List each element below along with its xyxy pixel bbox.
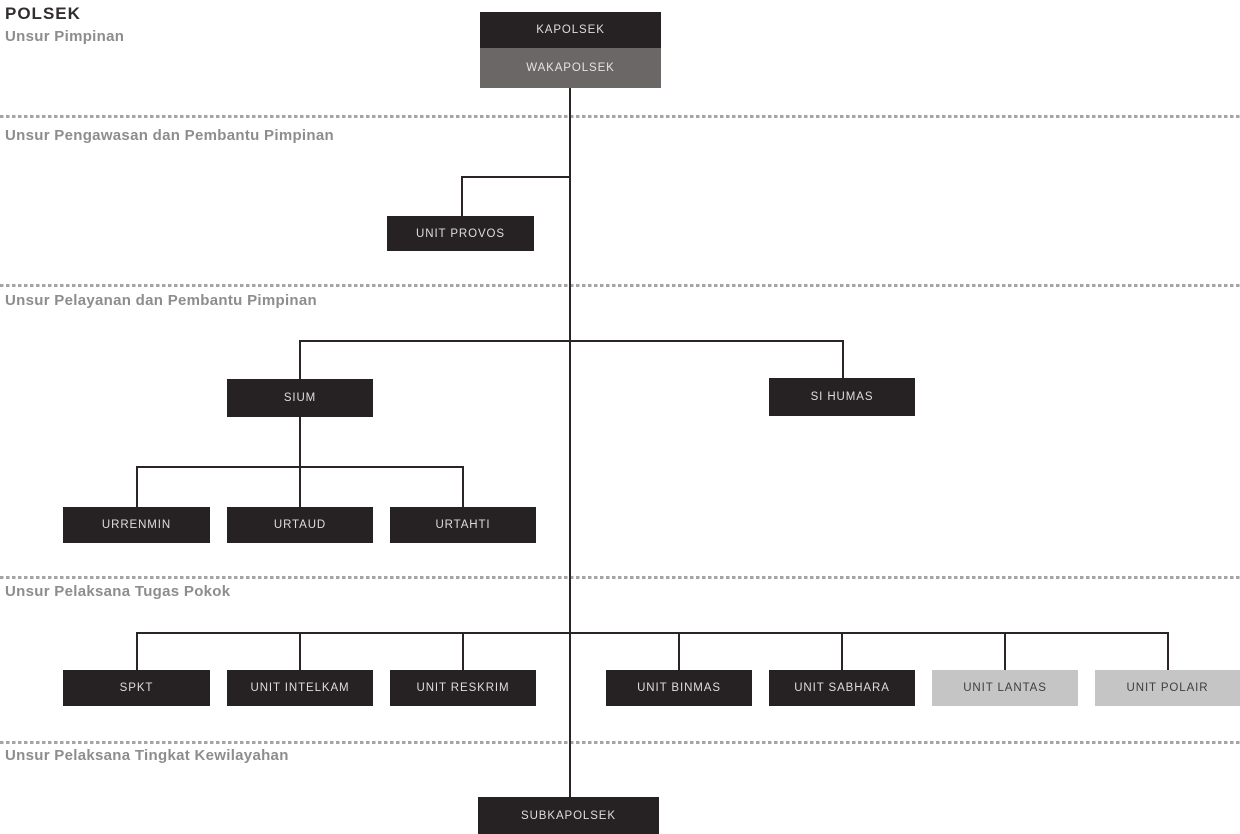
connector-urrenmin-drop bbox=[136, 466, 138, 507]
node-urtaud: URTAUD bbox=[227, 507, 373, 543]
node-unit-intelkam: UNIT INTELKAM bbox=[227, 670, 373, 706]
node-urtahti: URTAHTI bbox=[390, 507, 536, 543]
page-title: POLSEK bbox=[5, 4, 81, 23]
dashed-separator-2 bbox=[0, 284, 1240, 287]
connector-urtaud-drop bbox=[299, 466, 301, 507]
node-unit-sabhara: UNIT SABHARA bbox=[769, 670, 915, 706]
node-si-humas: SI HUMAS bbox=[769, 378, 915, 416]
node-unit-lantas: UNIT LANTAS bbox=[932, 670, 1078, 706]
connector-intelkam-drop bbox=[299, 632, 301, 670]
connector-main-vertical bbox=[569, 88, 571, 797]
section-label-unsur-pelaksana-tugas-pokok: Unsur Pelaksana Tugas Pokok bbox=[5, 583, 231, 600]
node-unit-provos: UNIT PROVOS bbox=[387, 216, 534, 251]
connector-unit-row-horizontal bbox=[136, 632, 1169, 634]
node-unit-polair: UNIT POLAIR bbox=[1095, 670, 1240, 706]
section-label-unsur-pelaksana-kewilayahan: Unsur Pelaksana Tingkat Kewilayahan bbox=[5, 747, 289, 764]
dashed-separator-4 bbox=[0, 741, 1240, 744]
connector-sium-drop bbox=[299, 340, 301, 379]
dashed-separator-3 bbox=[0, 576, 1240, 579]
node-kapolsek: KAPOLSEK bbox=[480, 12, 661, 48]
node-wakapolsek: WAKAPOLSEK bbox=[480, 48, 661, 88]
section-label-unsur-pelayanan: Unsur Pelayanan dan Pembantu Pimpinan bbox=[5, 292, 318, 309]
section-label-unsur-pimpinan: Unsur Pimpinan bbox=[5, 28, 125, 45]
connector-lantas-drop bbox=[1004, 632, 1006, 670]
connector-reskrim-drop bbox=[462, 632, 464, 670]
connector-provos-horizontal bbox=[461, 176, 571, 178]
node-sium: SIUM bbox=[227, 379, 373, 417]
section-label-unsur-pengawasan: Unsur Pengawasan dan Pembantu Pimpinan bbox=[5, 127, 334, 144]
connector-sihumas-drop bbox=[842, 340, 844, 378]
connector-sium-child-stem bbox=[299, 417, 301, 467]
connector-sabhara-drop bbox=[841, 632, 843, 670]
dashed-separator-1 bbox=[0, 115, 1240, 118]
connector-sium-sihumas-horizontal bbox=[299, 340, 844, 342]
node-subkapolsek: SUBKAPOLSEK bbox=[478, 797, 659, 834]
connector-provos-drop bbox=[461, 176, 463, 216]
connector-spkt-drop bbox=[136, 632, 138, 670]
node-urrenmin: URRENMIN bbox=[63, 507, 210, 543]
connector-urtahti-drop bbox=[462, 466, 464, 507]
node-spkt: SPKT bbox=[63, 670, 210, 706]
node-unit-binmas: UNIT BINMAS bbox=[606, 670, 752, 706]
connector-binmas-drop bbox=[678, 632, 680, 670]
node-unit-reskrim: UNIT RESKRIM bbox=[390, 670, 536, 706]
connector-polair-drop bbox=[1167, 632, 1169, 670]
